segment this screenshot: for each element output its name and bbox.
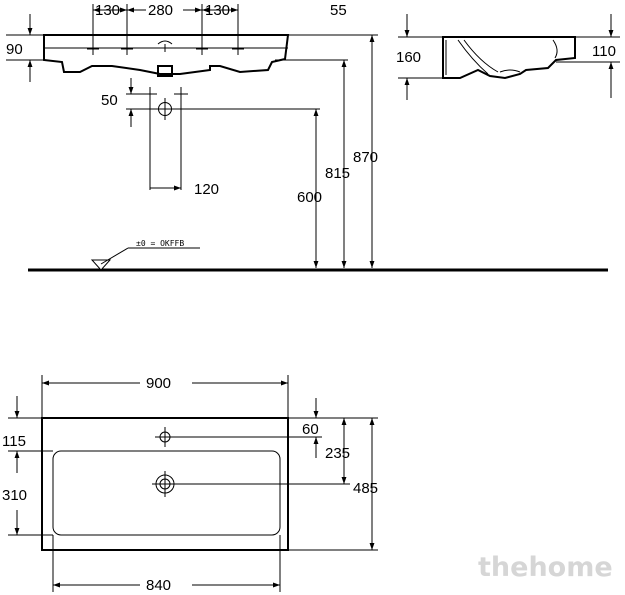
front-view: 130 280 130 55 90 50 120 bbox=[6, 2, 608, 272]
side-view: 160 110 bbox=[396, 14, 620, 100]
side-basin-outline bbox=[442, 36, 576, 80]
dim-hole-center: 280 bbox=[148, 2, 173, 19]
front-drain-stub bbox=[157, 65, 173, 77]
dim-bowl-width: 840 bbox=[146, 577, 171, 594]
dim-bowl-depth: 310 bbox=[2, 487, 27, 504]
dim-tap-spacing: 50 bbox=[101, 92, 118, 109]
dim-back-rim: 115 bbox=[2, 433, 26, 450]
dim-drain-depth: 235 bbox=[325, 445, 350, 462]
dim-tap-hole: 60 bbox=[302, 421, 319, 438]
front-basin-outline bbox=[43, 34, 290, 75]
tap-assembly bbox=[126, 87, 188, 190]
front-tap-holes bbox=[87, 40, 244, 55]
top-tap-hole bbox=[155, 427, 175, 447]
top-width-lines bbox=[41, 375, 289, 418]
dim-drain-offset: 120 bbox=[194, 181, 219, 198]
dim-overall-width: 900 bbox=[146, 375, 171, 392]
height-dimension-lines bbox=[174, 35, 375, 268]
top-left-depth-lines bbox=[8, 396, 53, 536]
watermark: thehome bbox=[478, 552, 613, 583]
dim-height-600: 600 bbox=[297, 189, 322, 206]
dim-rim-depth: 55 bbox=[330, 2, 347, 19]
top-drain bbox=[152, 471, 178, 497]
top-bowl-outline bbox=[52, 450, 281, 536]
top-right-depth-lines bbox=[175, 398, 378, 551]
side-dimension-lines bbox=[398, 14, 620, 100]
dim-height-870: 870 bbox=[353, 149, 378, 166]
top-view: 900 840 115 310 bbox=[2, 375, 378, 594]
dim-basin-height-lines bbox=[6, 14, 44, 82]
dim-hole-right: 130 bbox=[205, 2, 230, 19]
dim-hole-left: 130 bbox=[95, 2, 120, 19]
floor-level-symbol bbox=[90, 259, 112, 271]
dim-height-815: 815 bbox=[325, 165, 350, 182]
dim-basin-height: 90 bbox=[6, 41, 23, 58]
dim-bowl-height: 110 bbox=[592, 43, 616, 60]
floor-reference-note: ±0 = OKFFB bbox=[136, 239, 184, 248]
top-bowl-width-lines bbox=[52, 535, 281, 592]
dim-overall-depth: 485 bbox=[353, 480, 378, 497]
dim-overall-height: 160 bbox=[396, 49, 421, 66]
front-hole-dimension-lines bbox=[92, 4, 239, 44]
